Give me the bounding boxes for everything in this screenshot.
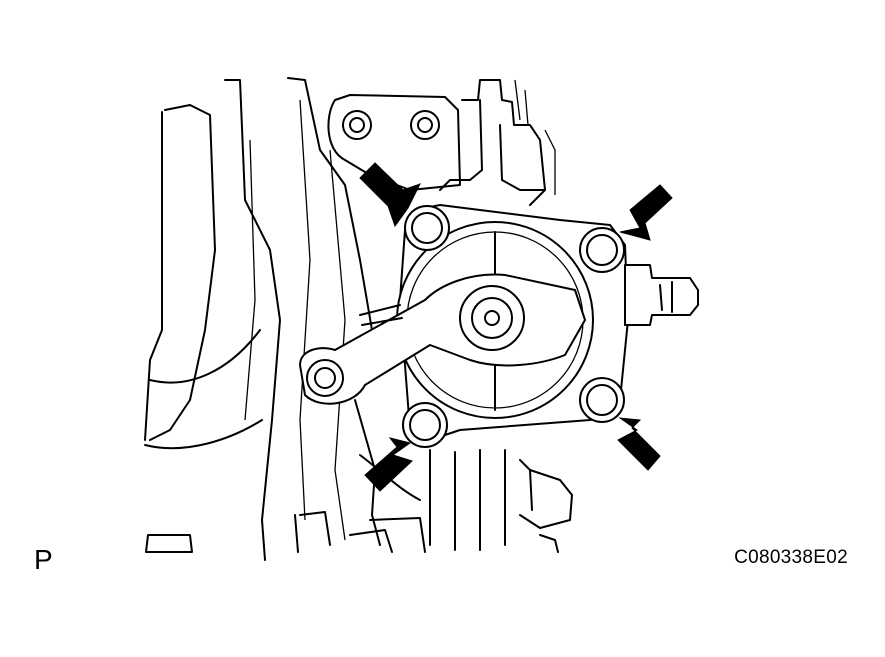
- figure-code: C080338E02: [734, 547, 848, 568]
- bolt-bottom-left: [402, 402, 448, 448]
- bolt-top-left: [404, 205, 450, 251]
- bolt-arrow-icon: [617, 417, 661, 471]
- bolt-arrow-icon: [619, 184, 673, 241]
- bolts: [402, 205, 625, 448]
- bolt-top-right: [579, 227, 625, 273]
- side-shaft: [624, 264, 699, 326]
- upper-pipework: [439, 79, 556, 206]
- bolt-bottom-right: [579, 377, 625, 423]
- lower-pipework: [145, 449, 573, 553]
- lever-arm: [299, 273, 586, 405]
- bolt-arrow-icon: [359, 162, 422, 228]
- view-label: P: [34, 544, 53, 575]
- bolt-arrow-icon: [364, 437, 413, 492]
- bolt-arrows: [359, 162, 673, 492]
- upper-bracket: [327, 94, 461, 191]
